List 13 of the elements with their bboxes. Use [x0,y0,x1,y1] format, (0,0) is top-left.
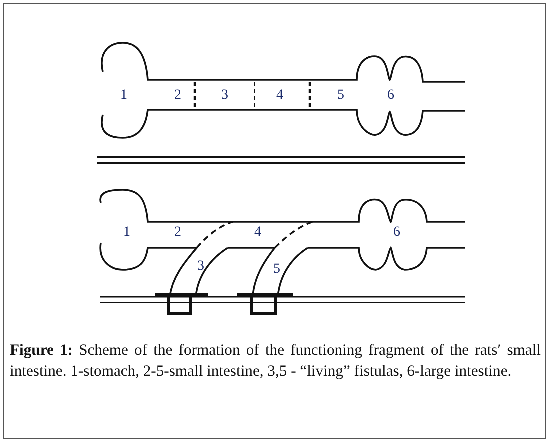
callout-number: 6 [394,226,400,240]
callout-number: 2 [174,89,182,103]
callout-number: 4 [254,226,262,240]
figure-caption: Figure 1: Scheme of the formation of the functioning fragment of the rats′ small intestine. 1-stomach, 2-5-small intestine, 3,5 - “living” fistulas, 6-large intestine. [10,341,541,382]
callout-number: 1 [120,89,128,103]
callout-number: 2 [174,226,182,240]
callout-number: 3 [198,260,204,274]
callout-number: 3 [222,89,228,103]
callout-number: 1 [124,226,130,240]
callout-number: 5 [274,263,280,277]
callout-number: 5 [338,89,344,103]
callout-number: 6 [388,89,394,103]
callout-number: 4 [276,89,284,103]
